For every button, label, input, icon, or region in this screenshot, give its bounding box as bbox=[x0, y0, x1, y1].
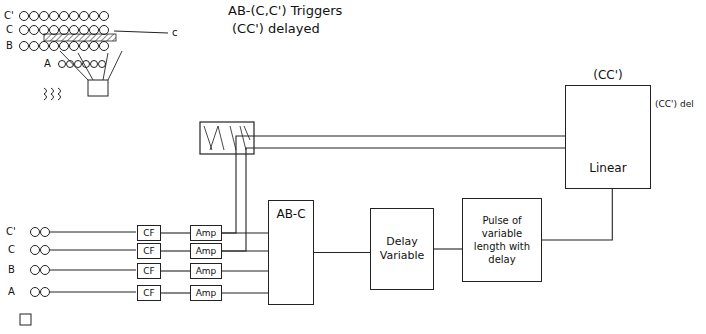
switch-scribble bbox=[204, 126, 250, 150]
row-label: C' bbox=[4, 10, 14, 21]
cathode-follower-box: CF bbox=[137, 285, 161, 301]
trigger-note: (CC') delayed bbox=[232, 22, 320, 36]
connector-wire bbox=[161, 250, 190, 251]
box-label: Delay Variable bbox=[375, 235, 429, 263]
box-label: Amp bbox=[196, 265, 217, 277]
detector-tube bbox=[30, 12, 39, 21]
detector-tube bbox=[90, 26, 99, 35]
detector-tube bbox=[75, 61, 82, 68]
detector-tube bbox=[50, 42, 59, 51]
amplifier-box: Amp bbox=[190, 225, 222, 241]
box-label: Amp bbox=[196, 245, 217, 257]
detector-tube bbox=[90, 42, 99, 51]
counter-tube bbox=[41, 246, 50, 255]
detector-tube bbox=[70, 12, 79, 21]
cathode-follower-box: CF bbox=[137, 243, 161, 259]
box-label: Pulse of variable length with delay bbox=[467, 214, 537, 266]
detector-tube bbox=[59, 61, 66, 68]
box-label: Amp bbox=[196, 287, 217, 299]
counter-tube bbox=[41, 266, 50, 275]
hatched-region bbox=[44, 34, 116, 41]
detector-tube bbox=[20, 26, 29, 35]
detector-tube bbox=[90, 12, 99, 21]
detector-tube bbox=[80, 42, 89, 51]
detector-tube bbox=[40, 42, 49, 51]
box-label: Amp bbox=[196, 227, 217, 239]
box-heading: (CC') bbox=[566, 68, 650, 83]
box-label: CF bbox=[143, 227, 154, 239]
box-label: Linear bbox=[589, 161, 626, 176]
detector-tube bbox=[80, 26, 89, 35]
detector-tube bbox=[70, 42, 79, 51]
detector-tube bbox=[30, 42, 39, 51]
box-label: CF bbox=[143, 265, 154, 277]
acceptance-lines bbox=[60, 51, 122, 80]
row-label: B bbox=[8, 264, 15, 275]
detector-tube bbox=[100, 26, 109, 35]
detector-tube bbox=[30, 26, 39, 35]
detector-tube bbox=[70, 26, 79, 35]
amplifier-box: Amp bbox=[190, 243, 222, 259]
detector-tube bbox=[91, 61, 98, 68]
row-label: A bbox=[44, 58, 51, 69]
connector-wire bbox=[222, 270, 268, 271]
detector-tube bbox=[100, 42, 109, 51]
counter-tube bbox=[31, 266, 40, 275]
delay-box: Delay Variable bbox=[370, 208, 434, 290]
squiggle-marks bbox=[44, 88, 61, 100]
detector-tube bbox=[50, 12, 59, 21]
detector-tube bbox=[80, 12, 89, 21]
counter-tube bbox=[41, 288, 50, 297]
cathode-follower-box: CF bbox=[137, 263, 161, 279]
detector-tube bbox=[50, 26, 59, 35]
row-label: A bbox=[8, 286, 15, 297]
detector-tube bbox=[60, 12, 69, 21]
connector-wire bbox=[434, 248, 462, 249]
beam-label: c bbox=[172, 27, 178, 38]
detector-tube bbox=[60, 26, 69, 35]
detector-tube bbox=[60, 42, 69, 51]
connector-wire bbox=[161, 270, 190, 271]
trigger-note: AB-(C,C') Triggers bbox=[228, 4, 342, 18]
detector-tube bbox=[99, 61, 106, 68]
counter-tube bbox=[31, 288, 40, 297]
detector-tube bbox=[40, 12, 49, 21]
amplifier-box: Amp bbox=[190, 285, 222, 301]
source-box bbox=[88, 80, 108, 96]
amplifier-box: Amp bbox=[190, 263, 222, 279]
box-label: AB-C bbox=[276, 207, 305, 222]
detector-tube bbox=[40, 26, 49, 35]
counter-tube bbox=[31, 246, 40, 255]
anticoincidence-box: AB-C bbox=[268, 200, 314, 305]
counter-tube bbox=[41, 228, 50, 237]
signal-wire bbox=[50, 232, 136, 292]
connector-wire bbox=[314, 252, 370, 253]
connector-wire bbox=[222, 292, 268, 293]
counter-pairs bbox=[31, 228, 50, 297]
row-label: C bbox=[6, 24, 13, 35]
connector-wire bbox=[161, 292, 190, 293]
connector-wire bbox=[161, 232, 190, 233]
box-label: CF bbox=[143, 245, 154, 257]
cathode-follower-box: CF bbox=[137, 225, 161, 241]
counter-tube bbox=[31, 228, 40, 237]
source-box bbox=[20, 314, 31, 325]
pulse-generator-box: Pulse of variable length with delay bbox=[462, 198, 542, 282]
linear-gate-box: (CC')Linear bbox=[565, 85, 651, 189]
detector-tube bbox=[83, 61, 90, 68]
row-label: C bbox=[8, 244, 15, 255]
output-label: (CC') del bbox=[655, 100, 703, 110]
box-label: CF bbox=[143, 287, 154, 299]
connector-wire bbox=[542, 189, 612, 240]
beam-line bbox=[114, 31, 168, 33]
detector-tube bbox=[100, 12, 109, 21]
row-label: C' bbox=[6, 226, 16, 237]
detector-tube bbox=[20, 12, 29, 21]
row-label: B bbox=[6, 40, 13, 51]
detector-tube bbox=[20, 42, 29, 51]
